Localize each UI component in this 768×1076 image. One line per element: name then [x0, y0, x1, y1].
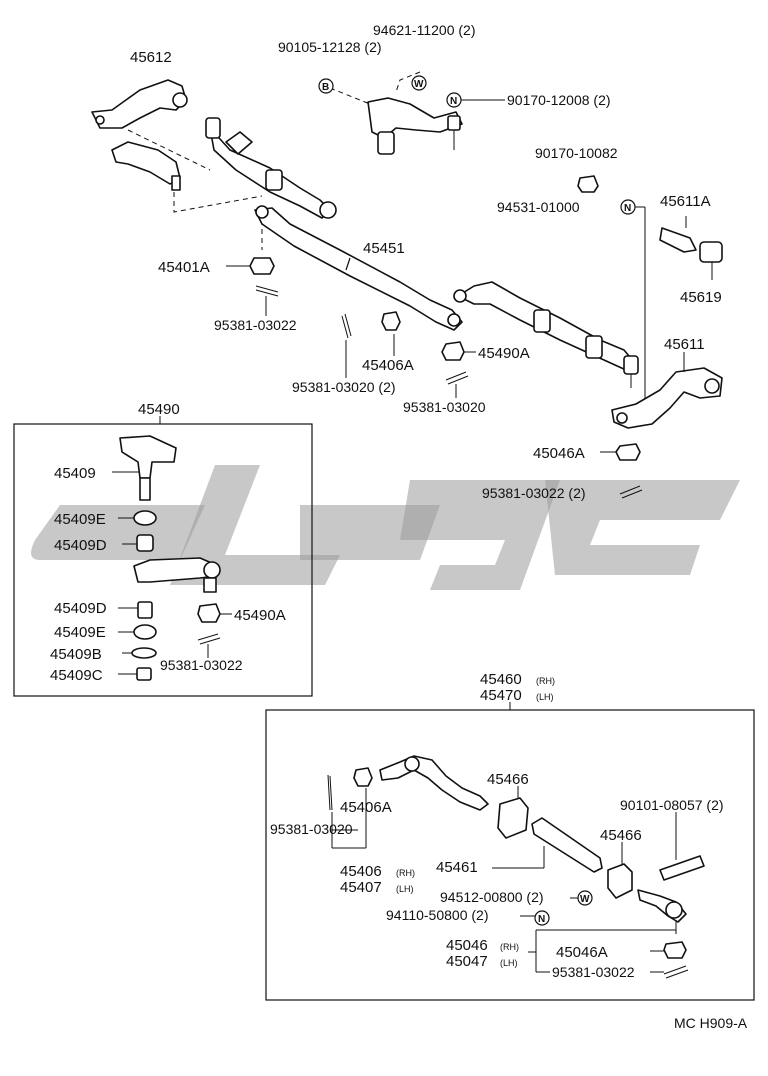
nut-symbol-2: N	[624, 203, 631, 214]
label-45611A: 45611A	[660, 193, 711, 210]
label-45406-suffix: (RH)	[396, 868, 415, 878]
label-45460-suffix: (RH)	[536, 676, 555, 686]
label-45401A: 45401A	[158, 259, 210, 276]
label-95381-03020: 95381-03020	[403, 399, 486, 415]
label-45409D-b: 45409D	[54, 600, 107, 617]
label-90101: 90101-08057 (2)	[620, 797, 724, 813]
diagram-code: MC H909-A	[674, 1015, 748, 1031]
label-45047-suffix: (LH)	[500, 958, 518, 968]
label-95381-03022-c: 95381-03022	[552, 964, 635, 980]
label-95381-03022-a: 95381-03022	[214, 317, 297, 333]
label-45409D-a: 45409D	[54, 537, 107, 554]
label-45409: 45409	[54, 465, 96, 482]
label-94110: 94110-50800 (2)	[386, 907, 488, 923]
label-45046: 45046	[446, 937, 488, 954]
label-45460: 45460	[480, 671, 522, 688]
nut-symbol-3: N	[538, 914, 545, 925]
label-45406A-box: 45406A	[340, 799, 392, 816]
bolt-symbol: B	[322, 82, 329, 93]
label-45611: 45611	[664, 336, 705, 353]
label-90170b: 90170-10082	[535, 145, 618, 161]
box-45460-parts: W N	[327, 755, 705, 979]
label-45612: 45612	[130, 49, 172, 66]
top-assembly: B W N	[91, 71, 723, 499]
label-45409B: 45409B	[50, 646, 102, 663]
label-95381-03020-2: 95381-03020 (2)	[292, 379, 396, 395]
tie-rod-end-45406	[379, 755, 489, 811]
label-45470-suffix: (LH)	[536, 692, 554, 702]
washer-symbol-2: W	[580, 894, 590, 905]
label-45046-suffix: (RH)	[500, 942, 519, 952]
label-45490A-top: 45490A	[478, 345, 530, 362]
label-45619: 45619	[680, 289, 722, 306]
watermark-logo	[31, 465, 740, 590]
label-45409E-a: 45409E	[54, 511, 106, 528]
labels: 45612 94621-11200 (2) 90105-12128 (2) 90…	[50, 22, 748, 1031]
label-45046A-top: 45046A	[533, 445, 585, 462]
label-45409C: 45409C	[50, 667, 103, 684]
box-45490-parts	[112, 435, 232, 681]
label-95381-03022-b: 95381-03022	[160, 657, 243, 673]
center-link-45451	[254, 207, 463, 331]
box-45490	[13, 423, 313, 697]
label-45409E-b: 45409E	[54, 624, 106, 641]
label-45466-a: 45466	[487, 771, 529, 788]
label-45490: 45490	[138, 401, 180, 418]
label-90170a: 90170-12008 (2)	[507, 92, 611, 108]
label-45406A-top: 45406A	[362, 357, 414, 374]
label-45406: 45406	[340, 863, 382, 880]
label-45490A-box: 45490A	[234, 607, 286, 624]
nut-symbol: N	[450, 96, 457, 107]
label-45466-b: 45466	[600, 827, 642, 844]
label-95381-03022-2: 95381-03022 (2)	[482, 485, 586, 501]
idler-arm-45611	[611, 367, 723, 429]
label-45461: 45461	[436, 859, 478, 876]
label-95381-03020-box: 95381-03020	[270, 821, 353, 837]
washer-symbol: W	[414, 79, 424, 90]
label-94531: 94531-01000	[497, 199, 580, 215]
sleeve-45461	[531, 817, 603, 873]
label-45451: 45451	[363, 240, 405, 257]
label-45046A-box: 45046A	[556, 944, 608, 961]
label-94621: 94621-11200 (2)	[373, 22, 475, 38]
label-45047: 45047	[446, 953, 488, 970]
label-45470: 45470	[480, 687, 522, 704]
pitman-arm-45612	[91, 79, 187, 129]
label-94512: 94512-00800 (2)	[440, 889, 544, 905]
label-45407: 45407	[340, 879, 382, 896]
label-90105: 90105-12128 (2)	[278, 39, 382, 55]
label-45407-suffix: (LH)	[396, 884, 414, 894]
